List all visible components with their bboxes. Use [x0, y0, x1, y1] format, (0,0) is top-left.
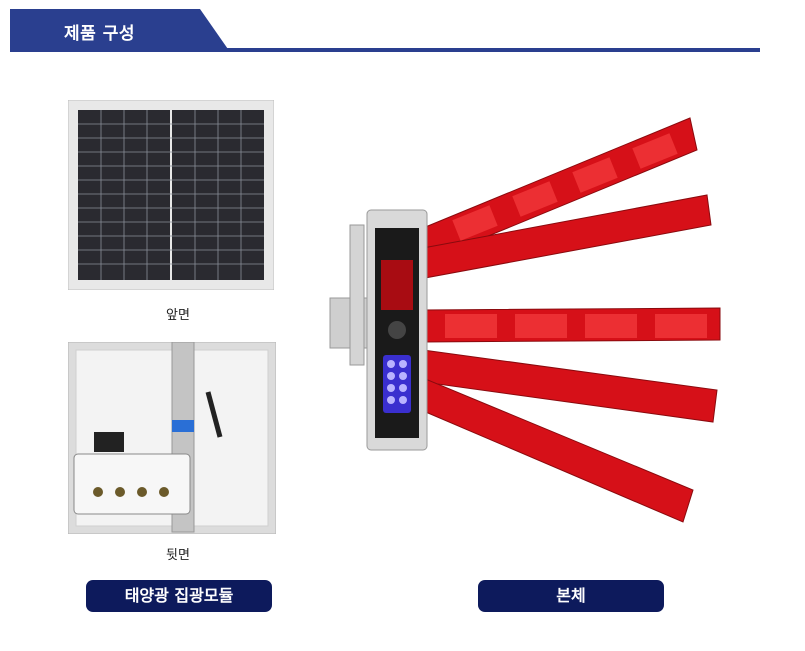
- solar-module-label: 태양광 집광모듈: [86, 580, 272, 612]
- led-controller-icon: [329, 117, 721, 523]
- front-caption: 앞면: [166, 308, 190, 323]
- back-caption: 뒷면: [166, 548, 190, 563]
- solar-panel-back-icon: [68, 342, 276, 534]
- section-title: 제품 구성: [64, 24, 135, 44]
- solar-panel-front-icon: [68, 100, 274, 290]
- section-header: 제품 구성: [10, 9, 760, 52]
- header-tab: [10, 9, 230, 52]
- header-underline: [10, 48, 760, 52]
- body-unit-label: 본체: [478, 580, 664, 612]
